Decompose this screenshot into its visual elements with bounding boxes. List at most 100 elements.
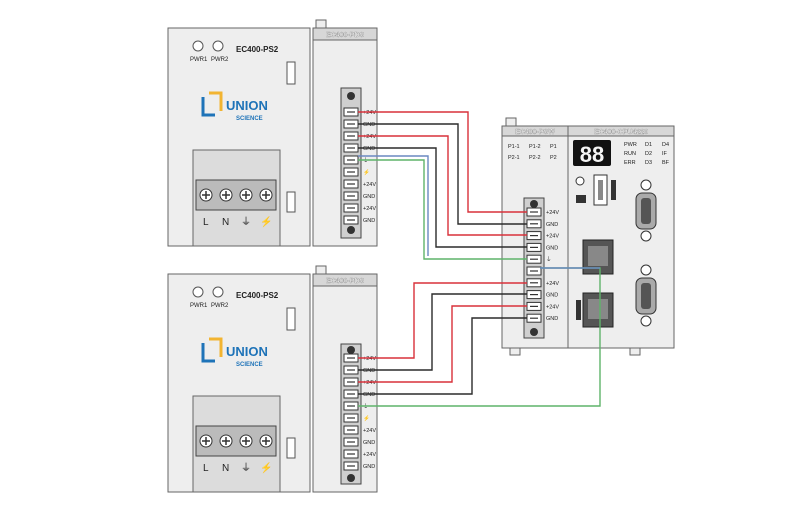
logo-main-text: UNION bbox=[226, 98, 268, 113]
wire-gnd bbox=[358, 293, 527, 371]
wire-24v bbox=[358, 135, 527, 236]
terminal-label: ⏚ bbox=[546, 256, 552, 263]
wires bbox=[358, 111, 601, 407]
terminal-label: +24V bbox=[363, 356, 376, 362]
status-if: IF bbox=[662, 151, 668, 157]
psw-led-p1: P1 bbox=[550, 144, 557, 150]
psw-led-p2: P2 bbox=[550, 155, 557, 161]
terminal-label: +24V bbox=[363, 380, 376, 386]
terminal-screw bbox=[219, 188, 233, 202]
psw-led-p2-1: P2-1 bbox=[508, 155, 520, 161]
terminal-label: +24V bbox=[363, 134, 376, 140]
seven-segment-display bbox=[573, 140, 611, 166]
psw-led-p1-1: P1-1 bbox=[508, 144, 520, 150]
ac-terminal-block bbox=[195, 179, 277, 211]
status-d4: D4 bbox=[662, 142, 669, 148]
terminal-label: GND bbox=[546, 245, 558, 251]
terminal-screw bbox=[199, 434, 213, 448]
ethernet-port-top bbox=[582, 239, 614, 275]
terminal-label-l: L bbox=[203, 463, 209, 474]
terminal-label: GND bbox=[363, 122, 375, 128]
terminal-label: +24V bbox=[546, 304, 559, 310]
terminal-label: ⚡ bbox=[363, 169, 370, 176]
pds-title: EC400-PDS bbox=[326, 278, 364, 285]
pwr2-led bbox=[212, 286, 224, 298]
ps-model-label: EC400-PS2 bbox=[236, 45, 279, 54]
psw-led-p1-2: P1-2 bbox=[529, 144, 541, 150]
wire-gnd bbox=[358, 123, 527, 225]
status-d2: D2 bbox=[645, 151, 652, 157]
terminal-screw bbox=[199, 188, 213, 202]
db9-connector-top bbox=[635, 179, 657, 242]
status-pwr: PWR bbox=[624, 142, 637, 148]
cpu-module: EC400-CPU4220 88 PWR D1 D4 RUN D2 IF ERR… bbox=[567, 125, 675, 356]
wire-24v bbox=[358, 282, 527, 359]
logo-sub-text: SCIENCE bbox=[236, 116, 263, 122]
psw-title: EC400-PSW bbox=[515, 129, 555, 136]
terminal-label: GND bbox=[546, 222, 558, 228]
terminal-label-n: N bbox=[222, 463, 229, 474]
terminal-label: GND bbox=[363, 368, 375, 374]
terminal-label: GND bbox=[546, 293, 558, 299]
ground-icon: ⏚ bbox=[241, 216, 251, 228]
status-bf: BF bbox=[662, 160, 670, 166]
ps-model-label: EC400-PS2 bbox=[236, 291, 279, 300]
pwr1-label: PWR1 bbox=[190, 303, 208, 309]
db9-connector-bottom bbox=[635, 264, 657, 327]
cpu-title: EC400-CPU4220 bbox=[594, 129, 648, 136]
wire-gnd bbox=[358, 317, 527, 395]
pwr1-led bbox=[192, 40, 204, 52]
wire-24v bbox=[358, 305, 527, 383]
terminal-label: GND bbox=[363, 440, 375, 446]
mode-switch bbox=[575, 176, 585, 186]
power-supply-bottom: PWR1 PWR2 EC400-PS2 UNION SCIENCE L N ⏚ … bbox=[167, 273, 311, 493]
status-d1: D1 bbox=[645, 142, 652, 148]
pwr1-label: PWR1 bbox=[190, 57, 208, 63]
status-run: RUN bbox=[624, 151, 636, 157]
psw-led-p2-2: P2-2 bbox=[529, 155, 541, 161]
terminal-screw bbox=[259, 434, 273, 448]
terminal-screw bbox=[219, 434, 233, 448]
terminal-label: +24V bbox=[546, 234, 559, 240]
sd-card-slot bbox=[611, 180, 616, 200]
terminal-label: +24V bbox=[363, 182, 376, 188]
terminal-label-n: N bbox=[222, 217, 229, 228]
terminal-label: GND bbox=[363, 146, 375, 152]
terminal-screw bbox=[239, 188, 253, 202]
ground-icon: ⏚ bbox=[241, 462, 251, 474]
power-supply-top: PWR1 PWR2 EC400-PS2 UNION SCIENCE L N ⏚ … bbox=[167, 27, 311, 247]
wire-earth-overlay bbox=[358, 155, 429, 256]
terminal-label: +24V bbox=[363, 206, 376, 212]
terminal-screw bbox=[259, 188, 273, 202]
terminal-label: GND bbox=[363, 464, 375, 470]
terminal-label: +24V bbox=[363, 452, 376, 458]
shield-ground-icon: ⚡ bbox=[260, 461, 272, 474]
status-d3: D3 bbox=[645, 160, 652, 166]
union-logo: UNION SCIENCE bbox=[201, 337, 268, 368]
terminal-screw bbox=[239, 434, 253, 448]
terminal-label: +24V bbox=[546, 210, 559, 216]
pds-title: EC400-PDS bbox=[326, 32, 364, 39]
pwr2-label: PWR2 bbox=[211, 303, 229, 309]
logo-sub-text: SCIENCE bbox=[236, 362, 263, 368]
terminal-label: GND bbox=[546, 316, 558, 322]
terminal-label-l: L bbox=[203, 217, 209, 228]
pwr2-led bbox=[212, 40, 224, 52]
pwr1-led bbox=[192, 286, 204, 298]
shield-ground-icon: ⚡ bbox=[260, 215, 272, 228]
terminal-label: +24V bbox=[363, 428, 376, 434]
wire-24v bbox=[358, 111, 527, 213]
status-err: ERR bbox=[624, 160, 636, 166]
terminal-label: +24V bbox=[546, 281, 559, 287]
psw-module: EC400-PSW P1-1 P1-2 P1 P2-1 P2-2 P2 +24V… bbox=[501, 117, 569, 356]
wire-gnd bbox=[358, 147, 527, 248]
terminal-label: +24V bbox=[363, 110, 376, 116]
wire-earth bbox=[358, 159, 527, 260]
terminal-label: GND bbox=[363, 392, 375, 398]
ethernet-port-bottom bbox=[582, 292, 614, 328]
logo-main-text: UNION bbox=[226, 344, 268, 359]
